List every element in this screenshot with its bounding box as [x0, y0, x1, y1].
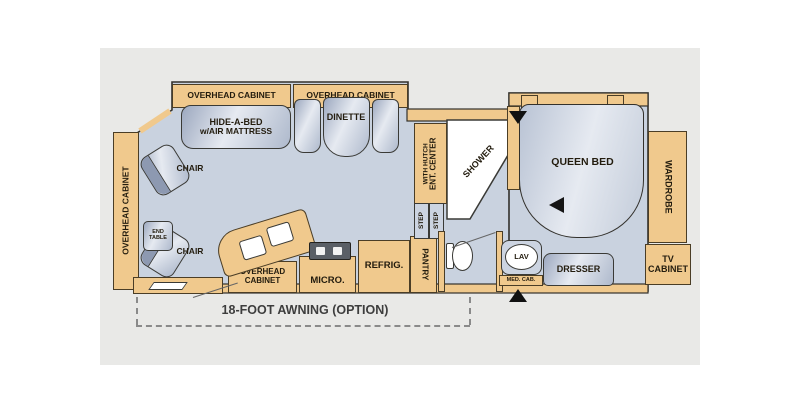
pantry-label: PANTRY	[419, 248, 429, 281]
awning-bracket-left	[136, 297, 138, 325]
kitchen-sink-bowl-left	[238, 234, 268, 261]
mid-top-wall	[406, 108, 512, 122]
chair-top-label-wrap: CHAIR	[162, 163, 218, 175]
end-table: END TABLE	[143, 221, 173, 251]
tv-cabinet-label-line2: CABINET	[648, 263, 688, 274]
dresser: DRESSER	[543, 253, 614, 286]
hide-a-bed-label-line2: w/AIR MATTRESS	[199, 126, 273, 137]
awning-bracket-bottom	[136, 325, 470, 327]
awning-label-wrap: 18-FOOT AWNING (OPTION)	[195, 302, 415, 318]
awning-bracket-right	[469, 297, 471, 325]
overhead-cabinet-kitchen-label-line1: OVERHEAD	[239, 267, 286, 277]
dinette-label-wrap: DINETTE	[316, 112, 376, 124]
slideout-overhead-cabinet-left-label: OVERHEAD CABINET	[187, 90, 276, 101]
wardrobe: WARDROBE	[648, 131, 687, 243]
wardrobe-label: WARDROBE	[663, 160, 674, 214]
awning-label: 18-FOOT AWNING (OPTION)	[221, 303, 389, 317]
door-indicator-top-icon	[509, 111, 527, 124]
toilet-bowl	[452, 241, 473, 271]
microwave-label: MICRO.	[310, 274, 345, 286]
bath-wall-left	[438, 231, 445, 292]
entertainment-center-label-block: WITH HUTCH ENT. CENTER	[423, 137, 439, 189]
slideout-overhead-cabinet-right-label: OVERHEAD CABINET	[306, 90, 395, 101]
chair-top-label: CHAIR	[176, 163, 204, 174]
dinette-table	[323, 97, 370, 157]
step-2-label: STEP	[433, 212, 440, 230]
medicine-cabinet-label: MED. CAB.	[506, 276, 536, 283]
chair-bottom-label: CHAIR	[176, 246, 204, 257]
hide-a-bed-label-line1: HIDE-A-BED	[209, 116, 263, 127]
medicine-cabinet: MED. CAB.	[499, 275, 543, 286]
tv-cabinet-label-line1: TV	[662, 253, 674, 264]
entertainment-center: WITH HUTCH ENT. CENTER	[414, 123, 447, 204]
refrigerator: REFRIG.	[358, 240, 410, 293]
lav-label: LAV	[514, 251, 529, 261]
microwave-cabinet: MICRO.	[299, 256, 356, 293]
overhead-cabinet-kitchen-label-line2: CABINET	[244, 276, 281, 285]
front-corner-trim	[138, 108, 172, 134]
end-table-label-line2: TABLE	[149, 235, 167, 241]
step-1: STEP	[414, 203, 429, 239]
bottom-left-body-piece	[133, 277, 223, 294]
lav-sink: LAV	[505, 244, 538, 270]
overhead-cabinet-left-side: OVERHEAD CABINET	[113, 132, 139, 290]
cooktop-burner-right	[333, 247, 342, 255]
dinette-label: DINETTE	[326, 112, 366, 123]
refrigerator-label: REFRIG.	[364, 260, 404, 272]
end-table-label-line1: END	[152, 229, 164, 236]
chair-bottom-label-wrap: CHAIR	[162, 246, 218, 258]
queen-bed-label-wrap: QUEEN BED	[535, 156, 630, 170]
dinette-bench-right	[372, 99, 399, 153]
ent-center-label-main: ENT. CENTER	[428, 137, 438, 190]
bed-slide-arrow-icon	[549, 197, 564, 213]
kitchen-sink-bowl-right	[265, 221, 295, 248]
cooktop-burner-left	[316, 247, 325, 255]
dinette-bench-left	[294, 99, 321, 153]
dresser-label: DRESSER	[556, 263, 601, 274]
queen-bed-label: QUEEN BED	[551, 156, 614, 169]
hide-a-bed-sofa: HIDE-A-BED w/AIR MATTRESS	[181, 105, 291, 149]
overhead-cabinet-left-side-label: OVERHEAD CABINET	[120, 166, 131, 256]
door-indicator-bottom-icon	[509, 289, 527, 302]
tv-cabinet: TV CABINET	[645, 244, 691, 285]
queen-bed	[519, 104, 644, 238]
step-1-label: STEP	[418, 212, 425, 230]
shower-pan	[446, 119, 512, 220]
entry-step-vent	[148, 282, 188, 290]
pantry: PANTRY	[410, 236, 437, 293]
cooktop-icon	[309, 242, 351, 260]
step-2: STEP	[429, 203, 444, 239]
